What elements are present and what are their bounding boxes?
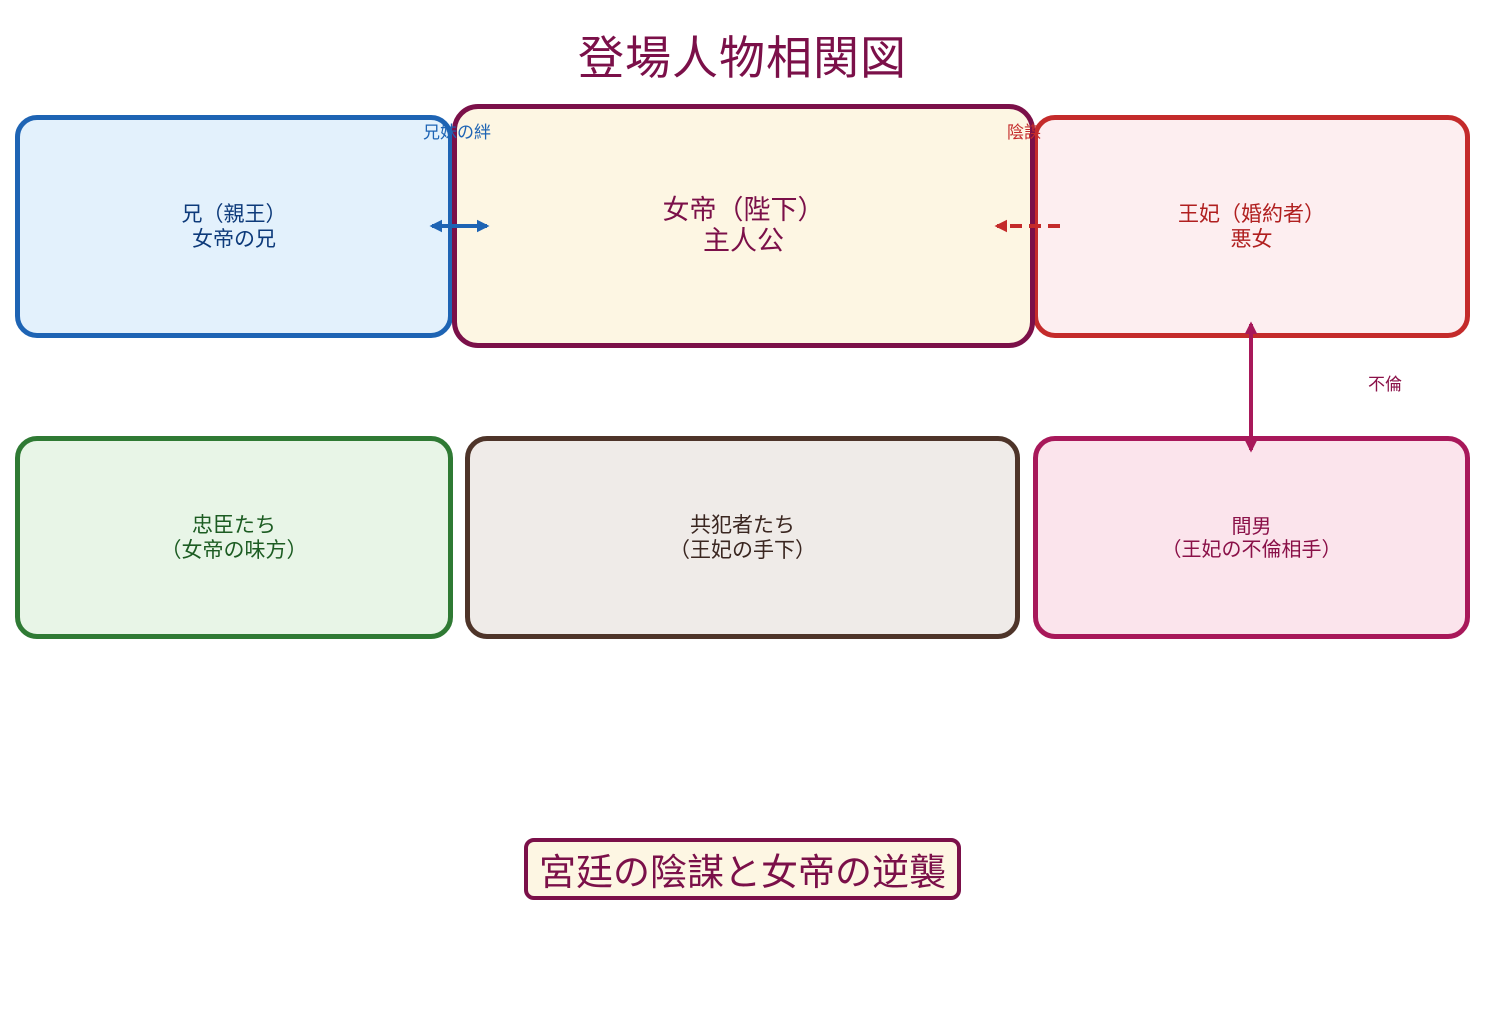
node-loyal-retainers: 忠臣たち （女帝の味方） — [15, 436, 453, 639]
node-lover: 間男 （王妃の不倫相手） — [1033, 436, 1470, 639]
node-empress: 女帝（陛下） 主人公 — [452, 104, 1035, 348]
diagram-title: 登場人物相関図 — [578, 31, 907, 85]
node-empress-name: 女帝（陛下） — [662, 194, 825, 226]
node-queen: 王妃（婚約者） 悪女 — [1033, 115, 1470, 338]
node-accomplices-name: 共犯者たち — [690, 513, 795, 538]
node-brother-name: 兄（親王） — [181, 202, 287, 227]
node-lover-name: 間男 — [1231, 513, 1272, 538]
node-loyal-retainers-role: （女帝の味方） — [160, 537, 308, 562]
edge-plot-label: 陰謀 — [1007, 123, 1041, 143]
edge-sibling-label: 兄妹の絆 — [423, 123, 491, 143]
node-accomplices-role: （王妃の手下） — [669, 537, 816, 562]
node-brother-role: 女帝の兄 — [192, 226, 276, 251]
node-loyal-retainers-name: 忠臣たち — [192, 513, 276, 538]
node-empress-role: 主人公 — [703, 226, 784, 257]
node-queen-name: 王妃（婚約者） — [1178, 202, 1325, 227]
node-accomplices: 共犯者たち （王妃の手下） — [465, 436, 1020, 639]
edge-affair-label: 不倫 — [1368, 375, 1402, 395]
diagram-subtitle: 宮廷の陰謀と女帝の逆襲 — [524, 838, 961, 900]
node-lover-role: （王妃の不倫相手） — [1161, 536, 1342, 561]
node-brother: 兄（親王） 女帝の兄 — [15, 115, 453, 338]
node-queen-role: 悪女 — [1230, 226, 1273, 251]
